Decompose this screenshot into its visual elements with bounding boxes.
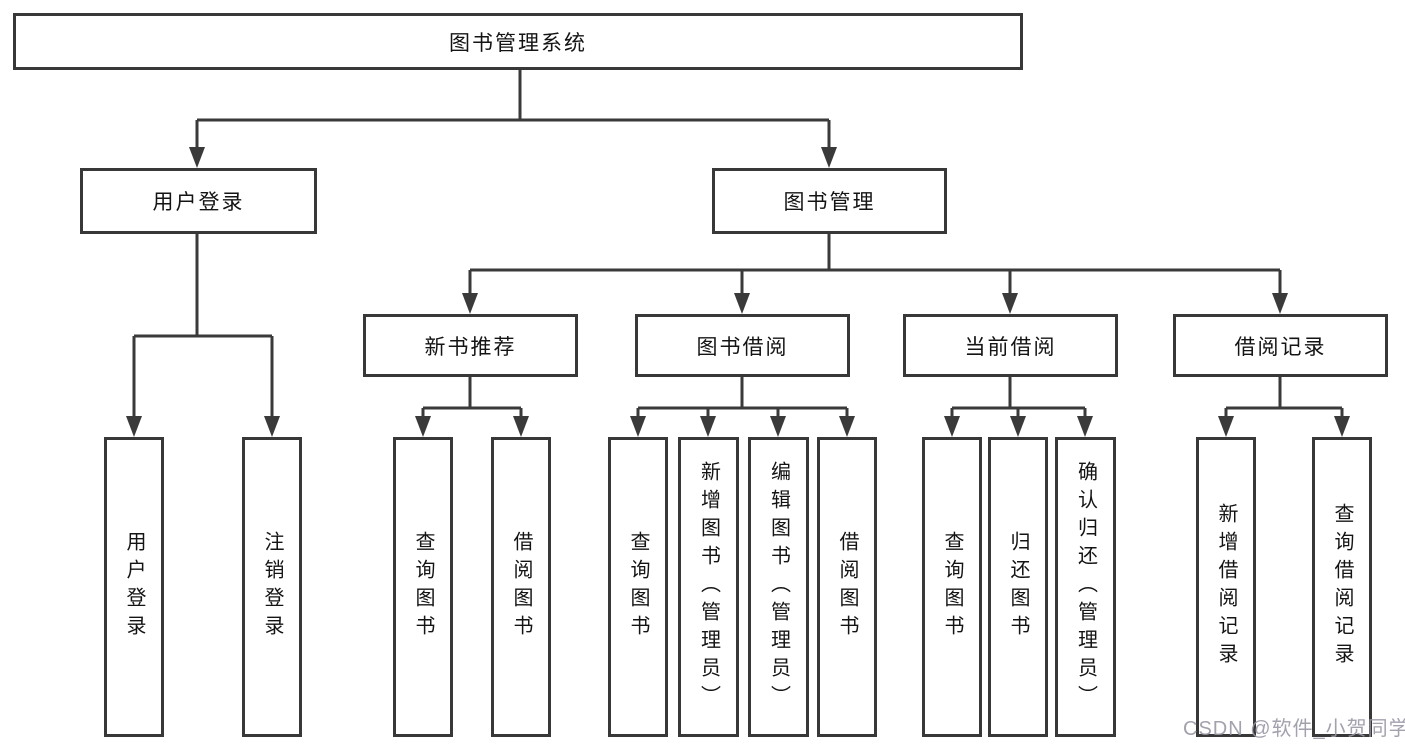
leaf-confirm-return-admin: 确认归还（管理员） (1055, 437, 1116, 737)
leaf-query-books-borrowing: 查询图书 (608, 437, 668, 737)
leaf-user-login: 用户登录 (104, 437, 164, 737)
node-borrowing-records: 借阅记录 (1173, 314, 1388, 377)
arrowhead-icon (264, 416, 280, 437)
arrowhead-icon (1334, 416, 1350, 437)
arrowhead-icon (1077, 416, 1093, 437)
connector-user-login-to-leaves (126, 234, 280, 437)
arrowhead-icon (944, 416, 960, 437)
node-book-borrowing: 图书借阅 (635, 314, 850, 377)
leaf-query-borrow-record: 查询借阅记录 (1312, 437, 1372, 737)
arrowhead-icon (462, 293, 478, 314)
connector-borrowing-records-to-leaves (1218, 377, 1350, 437)
node-book-management: 图书管理 (712, 168, 947, 234)
connector-new-book-recommend-to-leaves (415, 377, 529, 437)
node-root-system: 图书管理系统 (13, 13, 1023, 70)
connector-current-borrowing-to-leaves (944, 377, 1093, 437)
leaf-query-books-recommend: 查询图书 (393, 437, 453, 737)
arrowhead-icon (1218, 416, 1234, 437)
node-new-book-recommend: 新书推荐 (363, 314, 578, 377)
arrowhead-icon (126, 416, 142, 437)
arrowhead-icon (770, 416, 786, 437)
arrowhead-icon (189, 147, 205, 168)
arrowhead-icon (630, 416, 646, 437)
leaf-borrow-books: 借阅图书 (817, 437, 877, 737)
arrowhead-icon (700, 416, 716, 437)
arrowhead-icon (839, 416, 855, 437)
arrowhead-icon (821, 147, 837, 168)
connector-book-management-to-level3 (462, 234, 1288, 314)
leaf-return-book: 归还图书 (988, 437, 1048, 737)
leaf-edit-book-admin: 编辑图书（管理员） (748, 437, 809, 737)
leaf-add-book-admin: 新增图书（管理员） (678, 437, 739, 737)
node-current-borrowing: 当前借阅 (903, 314, 1118, 377)
connector-book-borrowing-to-leaves (630, 377, 855, 437)
leaf-logout: 注销登录 (242, 437, 302, 737)
arrowhead-icon (1010, 416, 1026, 437)
leaf-add-borrow-record: 新增借阅记录 (1196, 437, 1256, 737)
arrowhead-icon (415, 416, 431, 437)
csdn-watermark: CSDN @软件_小贺同学 (1183, 718, 1405, 740)
arrowhead-icon (1002, 293, 1018, 314)
leaf-borrow-books-recommend: 借阅图书 (491, 437, 551, 737)
leaf-query-books-current: 查询图书 (922, 437, 982, 737)
node-user-login: 用户登录 (80, 168, 317, 234)
connector-root-to-level2 (189, 70, 837, 168)
arrowhead-icon (734, 293, 750, 314)
arrowhead-icon (513, 416, 529, 437)
arrowhead-icon (1272, 293, 1288, 314)
